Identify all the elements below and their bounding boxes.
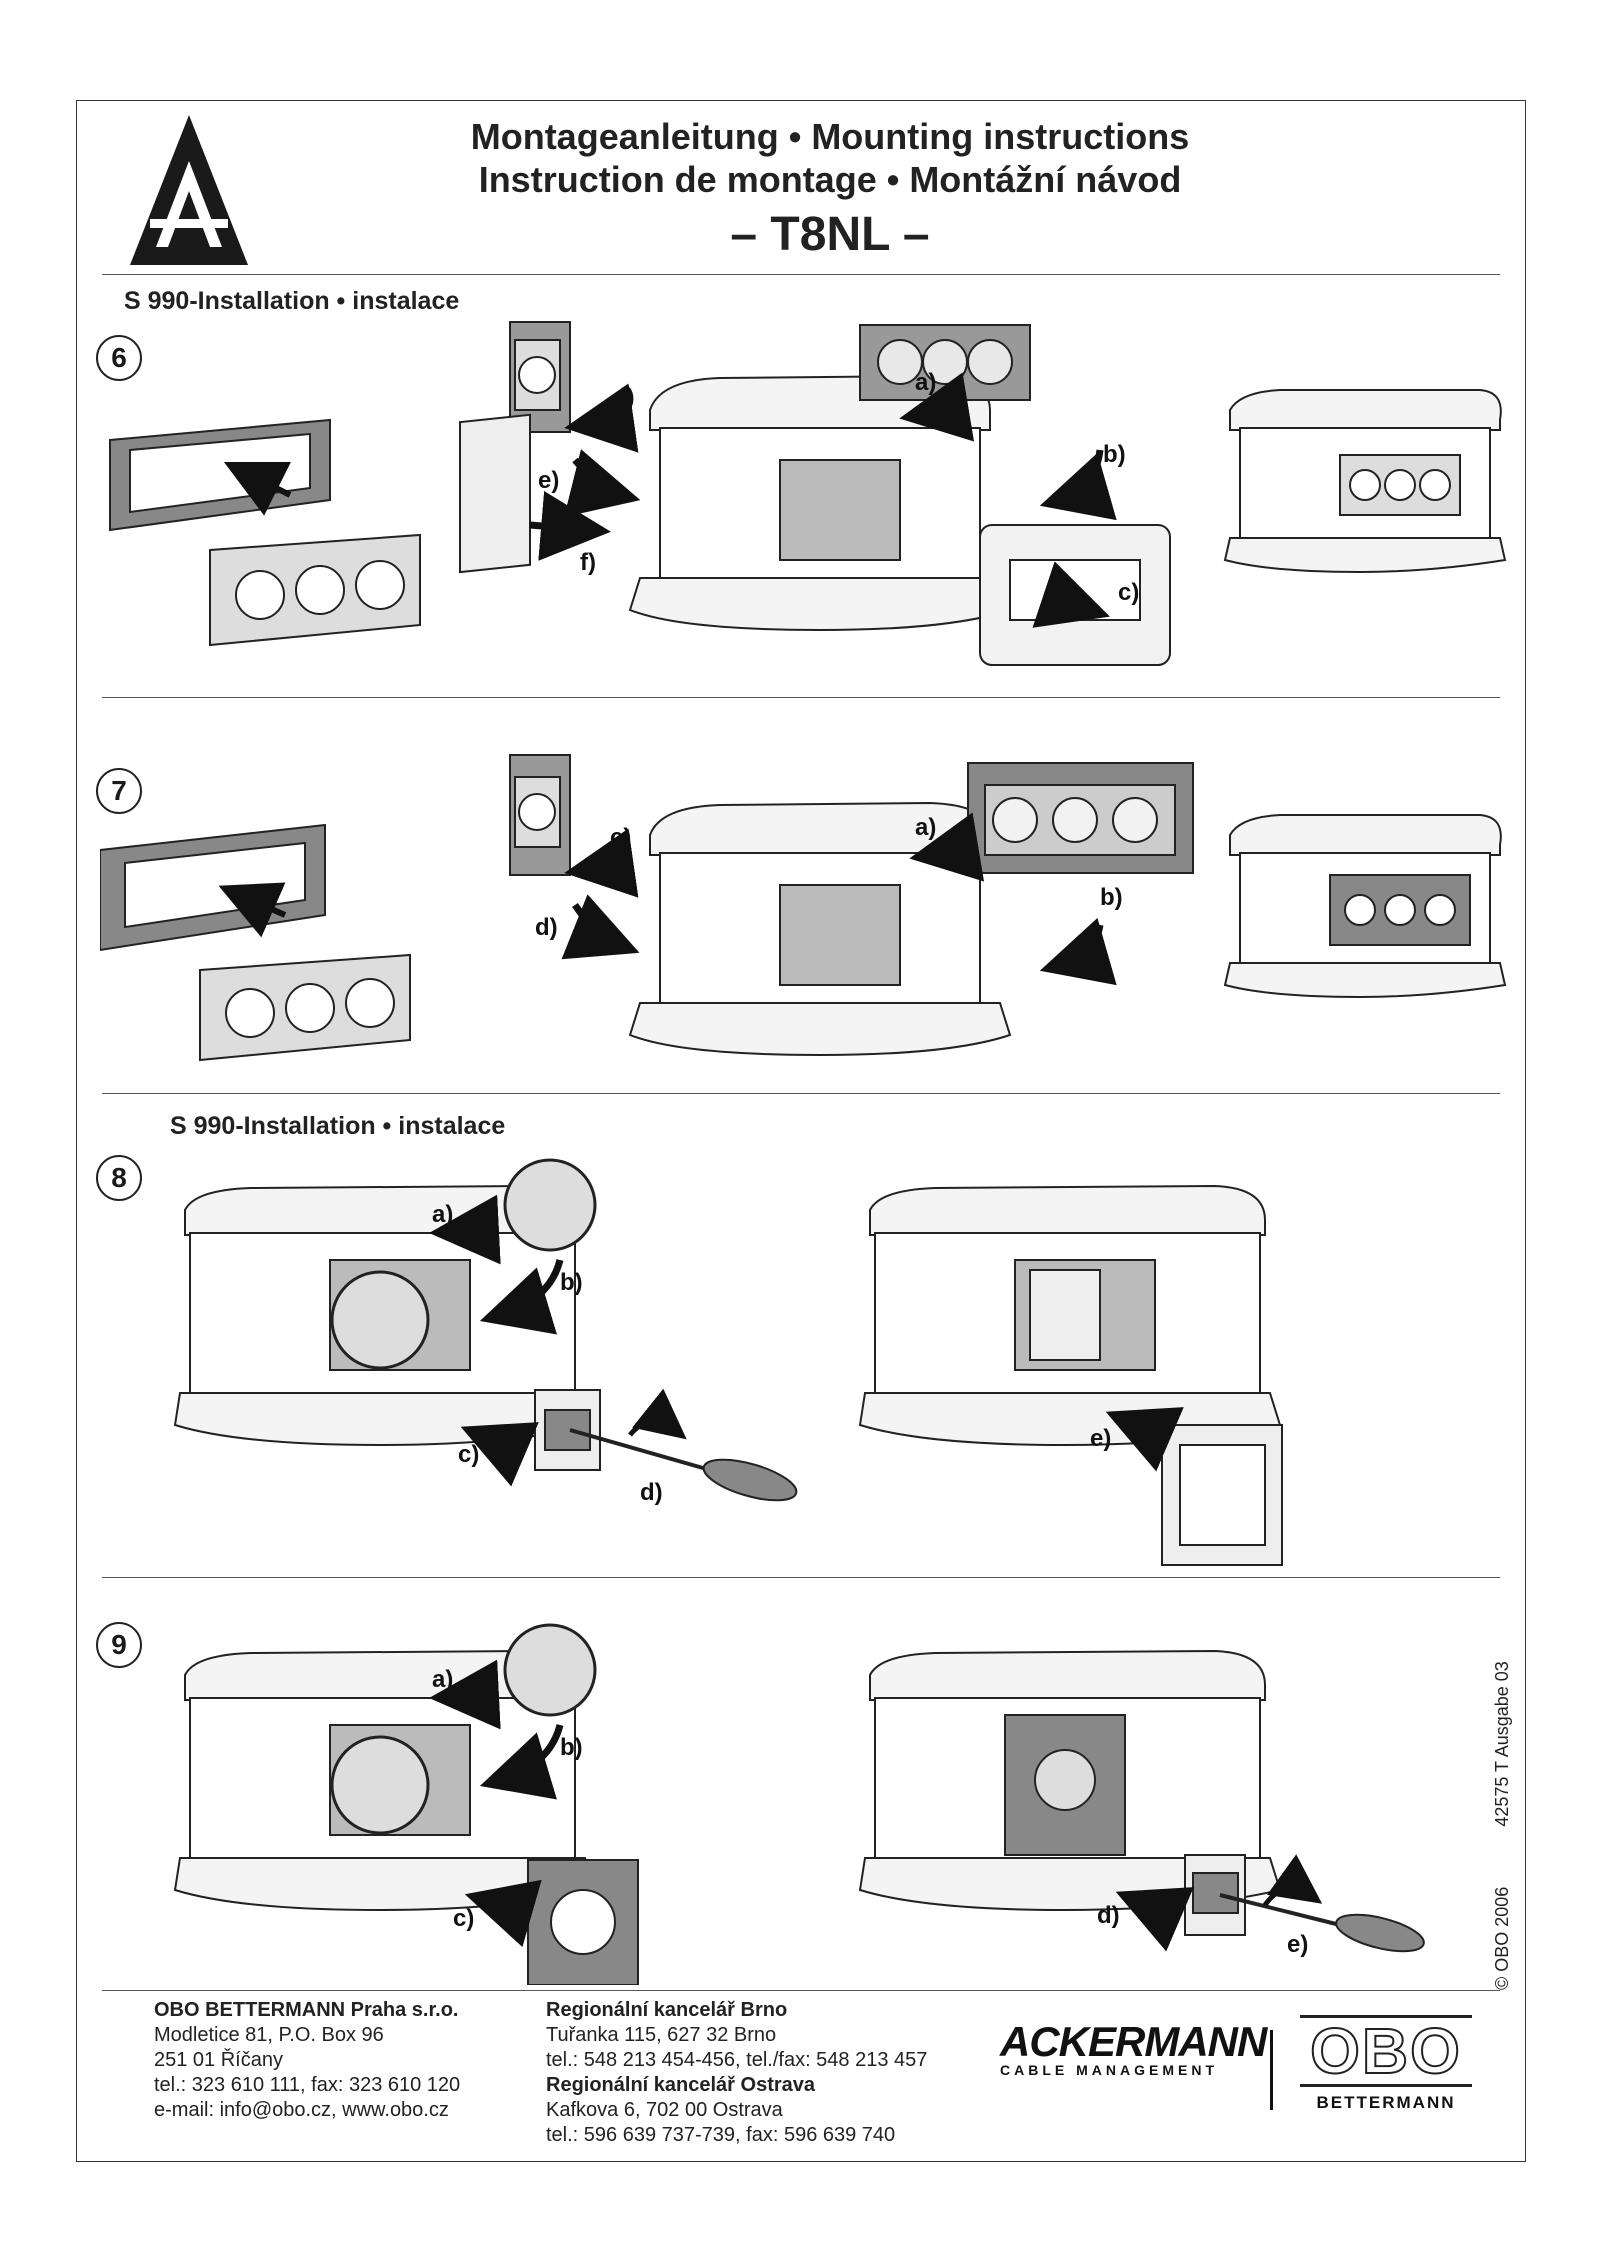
label-a: a): [915, 814, 936, 841]
company-address-line: 251 01 Říčany: [154, 2049, 283, 2071]
label-e: e): [1090, 1425, 1111, 1452]
label-e: e): [1287, 1931, 1308, 1958]
label-b: b): [1100, 884, 1123, 911]
ostrava-address: Kafkova 6, 702 00 Ostrava: [546, 2099, 783, 2121]
ostrava-phone: tel.: 596 639 737-739, fax: 596 639 740: [546, 2124, 896, 2146]
label-d: d): [1097, 1902, 1120, 1929]
footer-divider: [102, 1990, 1500, 1991]
obo-wordmark: OBO: [1300, 2015, 1472, 2087]
label-d: d): [640, 1479, 663, 1506]
label-c: c): [453, 1905, 474, 1932]
company-name: OBO BETTERMANN Praha s.r.o.: [154, 1999, 459, 2021]
company-phone: tel.: 323 610 111, fax: 323 610 120: [154, 2074, 461, 2096]
brno-phone: tel.: 548 213 454-456, tel./fax: 548 213…: [546, 2049, 928, 2071]
step-number-9: 9: [96, 1622, 142, 1668]
label-d: d): [612, 384, 635, 411]
brno-office-name: Regionální kancelář Brno: [546, 1999, 788, 2021]
ackermann-tagline: CABLE MANAGEMENT: [1000, 2062, 1218, 2078]
ostrava-office-name: Regionální kancelář Ostrava: [546, 2074, 816, 2096]
step-6-illustration: a) b) c) d) e) f): [109, 321, 1507, 666]
title-line-2: Instruction de montage • Montážní návod: [478, 159, 1182, 200]
step-number-7: 7: [96, 768, 142, 814]
section-heading-s990-2: S 990-Installation • instalace: [170, 1112, 506, 1140]
triangle-logo-icon: [130, 115, 248, 265]
label-a: a): [432, 1666, 453, 1693]
label-c: c): [1118, 579, 1139, 606]
label-b: b): [1103, 441, 1126, 468]
obo-logo: OBO BETTERMANN: [1300, 2015, 1472, 2113]
label-e: e): [538, 467, 559, 494]
divider-6-7: [102, 697, 1500, 698]
copyright: © OBO 2006: [1492, 1886, 1512, 1990]
step-7-illustration: a) b) c) d): [100, 754, 1507, 1062]
product-code: – T8NL –: [730, 208, 930, 261]
label-b: b): [560, 1734, 583, 1761]
ackermann-wordmark: ACKERMANN: [1000, 2018, 1267, 2065]
step-8-illustration: a) b) c) d) e): [173, 1158, 1283, 1566]
logo-separator: [1270, 2030, 1273, 2110]
label-b: b): [560, 1269, 583, 1296]
label-c: c): [458, 1441, 479, 1468]
step-number-8: 8: [96, 1155, 142, 1201]
obo-tagline: BETTERMANN: [1316, 2093, 1456, 2112]
doc-code: 42575 T Ausgabe 03: [1492, 1661, 1512, 1827]
brno-address: Tuřanka 115, 627 32 Brno: [546, 2024, 777, 2046]
step-9-illustration: a) b) c) d) e): [173, 1623, 1425, 1985]
page-frame: [76, 100, 1526, 2162]
divider-8-9: [102, 1577, 1500, 1578]
label-c: c): [610, 824, 631, 851]
label-a: a): [915, 369, 936, 396]
header-divider: [102, 274, 1500, 275]
section-heading-s990: S 990-Installation • instalace: [124, 287, 460, 315]
side-note: © OBO 2006 42575 T Ausgabe 03: [1492, 1601, 1513, 1990]
label-a: a): [432, 1201, 453, 1228]
footer-offices: Regionální kancelář Brno Tuřanka 115, 62…: [546, 1998, 927, 2148]
company-email: e-mail: info@obo.cz, www.obo.cz: [154, 2099, 449, 2121]
company-address-line: Modletice 81, P.O. Box 96: [154, 2024, 384, 2046]
title-line-1: Montageanleitung • Mounting instructions: [470, 116, 1190, 157]
label-d: d): [535, 914, 558, 941]
footer-company: OBO BETTERMANN Praha s.r.o. Modletice 81…: [154, 1998, 460, 2123]
step-number-6: 6: [96, 335, 142, 381]
ackermann-logo: ACKERMANN CABLE MANAGEMENT: [1000, 2018, 1267, 2078]
divider-7-8: [102, 1093, 1500, 1094]
label-f: f): [580, 549, 596, 576]
